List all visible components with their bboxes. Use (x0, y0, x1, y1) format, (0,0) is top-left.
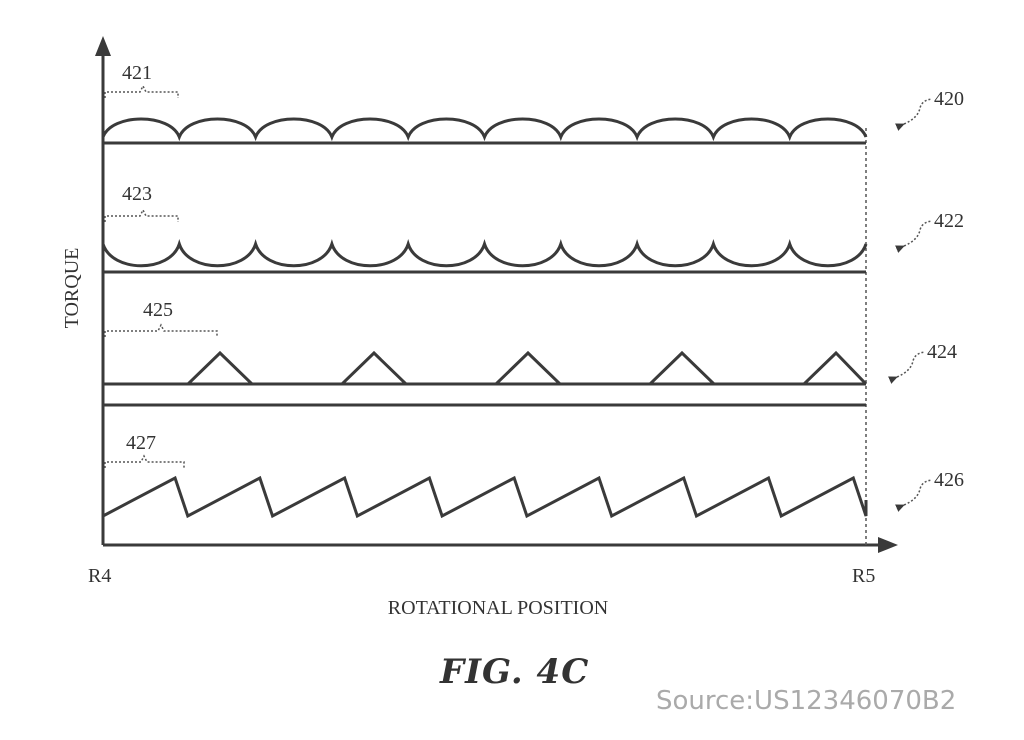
figure-caption: FIG. 4C (440, 652, 590, 692)
x-axis-label: ROTATIONAL POSITION (388, 597, 608, 619)
torque-profile-422 (101, 239, 868, 268)
period-brace-427 (104, 454, 185, 468)
torque-profile-426 (102, 475, 868, 519)
ref-label-420: 420 (934, 88, 964, 110)
ref-label-422: 422 (934, 210, 964, 232)
torque-profile-424 (103, 350, 868, 386)
period-brace-423 (104, 208, 179, 222)
source-watermark: Source:US12346070B2 (656, 686, 957, 716)
torque-profile-420 (101, 117, 868, 142)
x-axis-arrowhead (878, 537, 898, 553)
period-label-425: 425 (143, 299, 173, 321)
x-end-label: R5 (852, 565, 875, 587)
period-label-427: 427 (126, 432, 156, 454)
period-brace-425 (104, 323, 218, 337)
ref-label-426: 426 (934, 469, 964, 491)
leader-420 (895, 98, 933, 131)
period-label-421: 421 (122, 62, 152, 84)
x-start-label: R4 (88, 565, 111, 587)
leader-426 (895, 479, 933, 512)
period-brace-421 (104, 84, 179, 98)
ref-label-424: 424 (927, 341, 957, 363)
leader-422 (895, 220, 933, 253)
y-axis-label: TORQUE (61, 248, 83, 329)
period-label-423: 423 (122, 183, 152, 205)
y-axis-arrowhead (95, 36, 111, 56)
leader-424 (888, 351, 926, 384)
